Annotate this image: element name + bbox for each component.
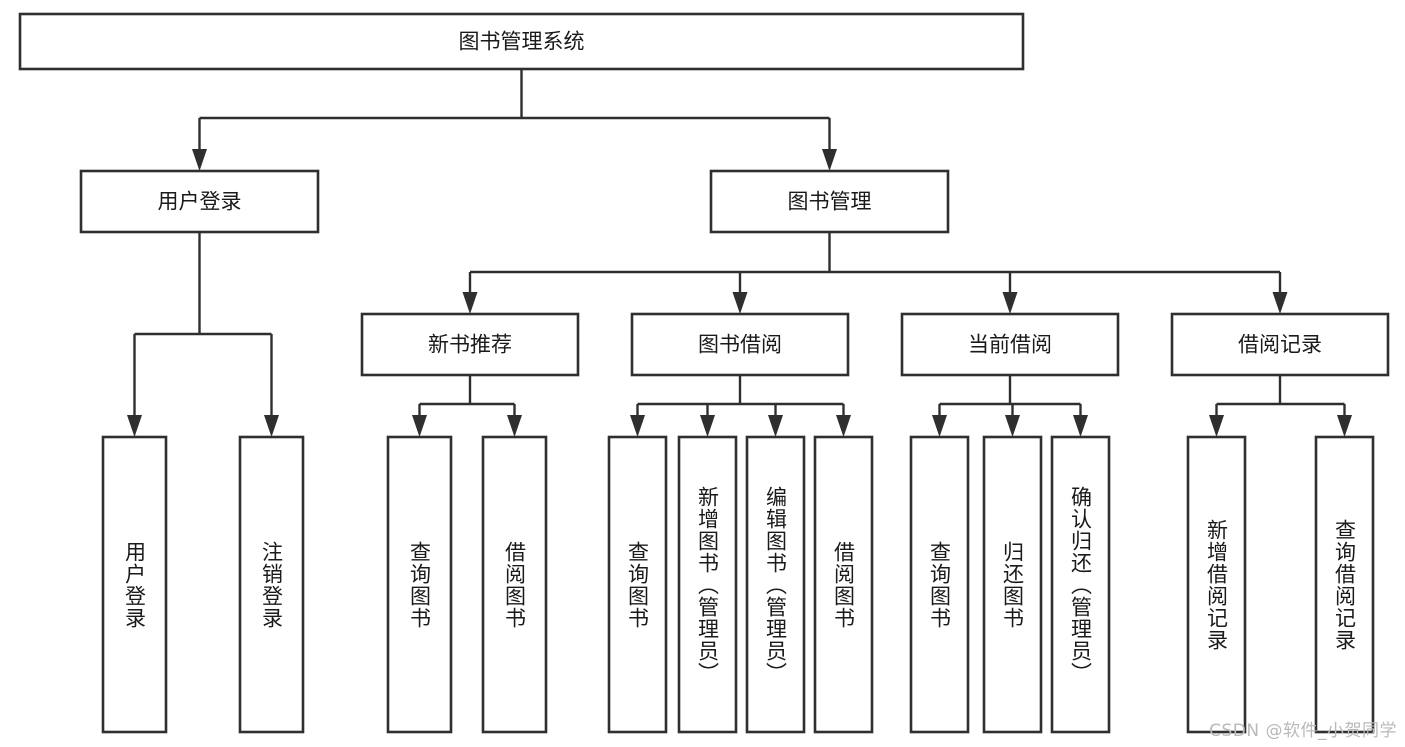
arrow-head-icon [932,415,947,437]
connector-group [630,375,851,437]
node-label-book-borrow: 图书借阅 [698,333,782,357]
arrow-head-icon [462,292,478,314]
arrow-head-icon [700,415,715,437]
node-box-leaf-logout[interactable] [238,435,305,734]
arrow-head-icon [507,415,522,437]
arrow-head-icon [264,415,279,437]
node-label-new-book-recommend: 新书推荐 [428,333,512,357]
node-box-leaf-confirm-return-admin[interactable] [1050,435,1111,734]
connector-group [462,232,1288,314]
arrow-head-icon [732,292,748,314]
arrow-head-icon [630,415,645,437]
connectors-layer [127,69,1352,437]
arrow-head-icon [412,415,427,437]
node-box-leaf-query-book-cur[interactable] [909,435,970,734]
node-box-new-book-recommend[interactable] [360,312,580,377]
arrow-head-icon [822,149,837,171]
node-box-book-borrow[interactable] [630,312,850,377]
arrow-head-icon [127,415,142,437]
arrow-head-icon [1272,292,1288,314]
arrow-head-icon [1337,415,1352,437]
node-box-leaf-query-borrow-record[interactable] [1314,435,1375,734]
node-box-leaf-borrow-book-rec[interactable] [481,435,548,734]
arrow-head-icon [836,415,851,437]
boxes-layer [18,12,1390,734]
node-box-leaf-add-borrow-record[interactable] [1186,435,1247,734]
node-box-root[interactable] [18,12,1025,71]
node-box-leaf-borrow-book[interactable] [813,435,874,734]
node-label-borrow-record: 借阅记录 [1238,333,1322,357]
node-box-leaf-edit-book-admin[interactable] [745,435,806,734]
node-label-user-login: 用户登录 [158,190,242,214]
arrow-head-icon [192,149,207,171]
connector-group [192,69,837,171]
arrow-head-icon [1073,415,1088,437]
node-box-leaf-query-book-rec[interactable] [386,435,453,734]
node-label-root: 图书管理系统 [459,30,585,54]
connector-group [127,232,279,437]
node-label-current-borrow: 当前借阅 [968,333,1052,357]
node-box-leaf-return-book[interactable] [982,435,1043,734]
arrow-head-icon [1209,415,1224,437]
node-box-leaf-add-book-admin[interactable] [677,435,738,734]
node-box-borrow-record[interactable] [1170,312,1390,377]
connector-group [1209,375,1352,437]
connector-group [932,375,1088,437]
node-box-user-login[interactable] [79,169,320,234]
node-box-leaf-query-book-borrow[interactable] [607,435,668,734]
watermark: CSDN @软件_小贺同学 [1209,721,1397,741]
arrow-head-icon [768,415,783,437]
connector-group [412,375,522,437]
arrow-head-icon [1002,292,1018,314]
node-box-book-manage[interactable] [709,169,950,234]
node-label-book-manage: 图书管理 [788,190,872,214]
node-box-current-borrow[interactable] [900,312,1120,377]
arrow-head-icon [1005,415,1020,437]
node-box-leaf-user-login[interactable] [101,435,168,734]
